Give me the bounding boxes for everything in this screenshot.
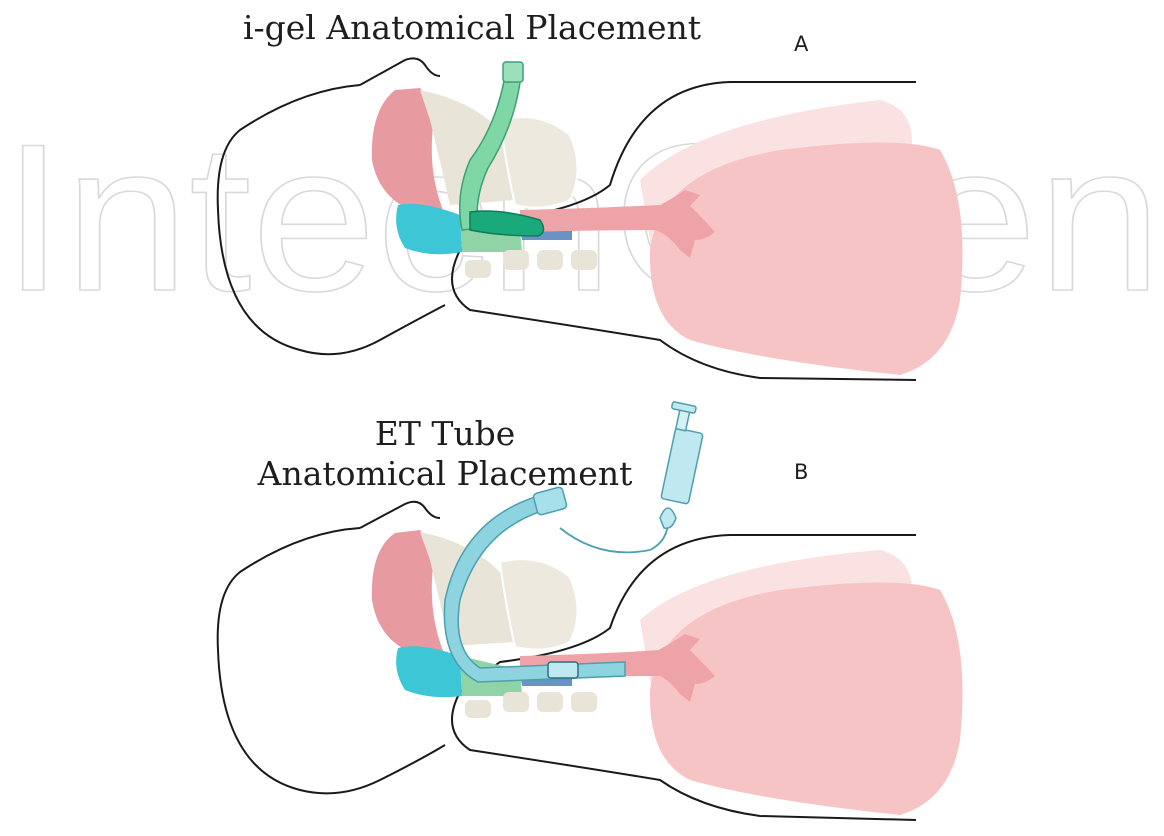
igel-connector — [503, 62, 523, 82]
nose-outline — [360, 502, 440, 528]
vertebra-3 — [537, 250, 563, 270]
nose-outline — [360, 58, 440, 85]
vertebra-4 — [571, 692, 597, 712]
vertebra-1 — [465, 700, 491, 718]
pilot-balloon — [660, 508, 676, 528]
syringe-barrel — [661, 428, 703, 504]
et-tube-connector — [533, 486, 568, 515]
vertebra-2 — [503, 692, 529, 712]
panel-a-diagram — [0, 0, 1164, 400]
vertebra-4 — [571, 250, 597, 270]
vertebra-upper — [500, 117, 578, 207]
pharynx — [396, 204, 462, 255]
vertebra-1 — [465, 260, 491, 278]
vertebra-3 — [537, 692, 563, 712]
vertebra-upper — [500, 559, 578, 649]
pilot-line — [560, 515, 668, 552]
et-tube-cuff — [548, 662, 578, 678]
syringe-cap — [671, 402, 696, 414]
panel-b-diagram — [0, 400, 1164, 836]
vertebra-2 — [503, 250, 529, 270]
